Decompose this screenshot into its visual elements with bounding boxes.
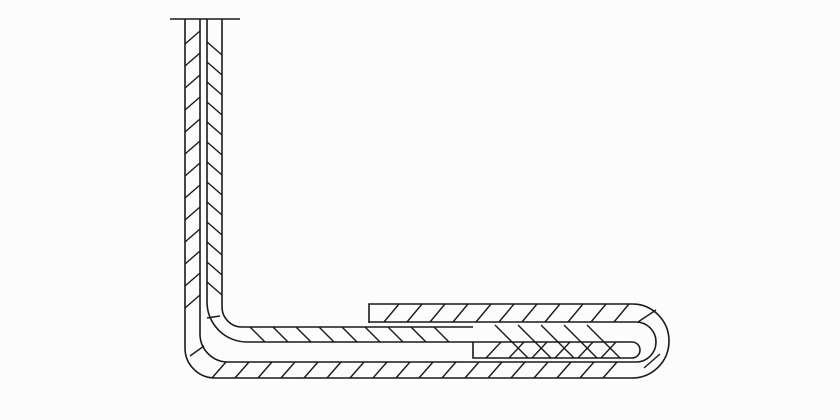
- sheet-outline-group: [170, 18, 670, 379]
- hatch-line-outer-base-51: [533, 361, 549, 379]
- hatch-line-inner-bend-26: [206, 315, 221, 319]
- hatch-line-inner-base-30: [318, 326, 335, 343]
- hatch-line-return-flange-57: [429, 303, 446, 323]
- hatch-line-outer-base-42: [326, 361, 342, 379]
- hatch-line-outer-leg-1: [184, 52, 201, 67]
- hatch-line-outer-leg-10: [184, 250, 201, 265]
- hatch-line-outer-base-37: [211, 361, 227, 379]
- hatch-line-inner-leg-21: [206, 201, 223, 216]
- hatch-line-return-flange-59: [475, 303, 492, 323]
- hatch-line-inner-base-29: [295, 326, 312, 343]
- hatch-line-outer-base-48: [464, 361, 480, 379]
- hatch-line-inner-leg-22: [206, 221, 223, 236]
- inner-sheet-outer-edge: [206, 19, 473, 343]
- hatch-line-fold-78: [643, 353, 661, 369]
- hatch-line-outer-bend-36: [189, 345, 205, 357]
- hatch-line-hem-strip-71: [485, 341, 502, 359]
- hatch-line-outer-leg-11: [184, 272, 201, 287]
- hatch-line-inner-leg-23: [206, 241, 223, 256]
- hatch-line-overlap-zone-67: [517, 324, 552, 359]
- hatch-line-inner-leg-16: [206, 101, 223, 116]
- hatch-line-outer-base-47: [441, 361, 457, 379]
- hatch-line-inner-base-28: [272, 326, 289, 343]
- hatch-line-inner-leg-19: [206, 161, 223, 176]
- hatch-line-outer-base-44: [372, 361, 388, 379]
- hatch-line-outer-base-46: [418, 361, 434, 379]
- hatch-line-inner-leg-20: [206, 181, 223, 196]
- hatch-line-inner-leg-25: [206, 281, 223, 296]
- hatch-line-inner-leg-17: [206, 121, 223, 136]
- hatch-line-inner-leg-24: [206, 261, 223, 276]
- hatch-line-outer-base-40: [280, 361, 296, 379]
- hatch-line-overlap-zone-69: [563, 324, 598, 359]
- hatch-line-inner-leg-14: [206, 61, 223, 76]
- hatch-line-hem-strip-74: [554, 341, 571, 359]
- hatch-line-hem-strip-75: [577, 341, 594, 359]
- hatch-line-inner-base-31: [341, 326, 358, 343]
- hatch-line-return-flange-56: [406, 303, 423, 323]
- hatch-line-outer-base-45: [395, 361, 411, 379]
- hatch-line-inner-leg-13: [206, 41, 223, 56]
- hatch-line-outer-base-39: [257, 361, 273, 379]
- hatch-line-fold-77: [637, 309, 657, 323]
- hatch-line-hem-strip-76: [600, 341, 617, 359]
- hatch-line-return-flange-65: [613, 303, 630, 323]
- hatch-line-outer-leg-0: [184, 30, 201, 45]
- hatch-line-outer-leg-3: [184, 96, 201, 111]
- outer-sheet-outer-edge: [184, 19, 670, 379]
- hatch-line-hem-strip-73: [531, 341, 548, 359]
- hatch-line-inner-leg-18: [206, 141, 223, 156]
- hatch-line-outer-leg-9: [184, 228, 201, 243]
- hatch-line-outer-leg-6: [184, 162, 201, 177]
- hatch-line-overlap-zone-70: [586, 324, 621, 359]
- hatch-line-outer-base-52: [556, 361, 572, 379]
- hatch-line-return-flange-60: [498, 303, 515, 323]
- hatch-line-outer-leg-4: [184, 118, 201, 133]
- hatch-line-inner-base-35: [433, 326, 450, 343]
- hatch-line-outer-leg-5: [184, 140, 201, 155]
- hatching-group: [184, 30, 661, 379]
- hatch-line-outer-base-43: [349, 361, 365, 379]
- hatch-line-overlap-zone-68: [540, 324, 575, 359]
- hatch-line-outer-base-53: [579, 361, 595, 379]
- hatch-line-outer-base-49: [487, 361, 503, 379]
- hatch-line-outer-base-41: [303, 361, 319, 379]
- hatch-line-outer-leg-2: [184, 74, 201, 89]
- fold-tongue-tip: [631, 341, 641, 359]
- hatch-line-outer-base-54: [602, 361, 618, 379]
- hatch-line-return-flange-64: [590, 303, 607, 323]
- hatch-line-outer-leg-7: [184, 184, 201, 199]
- hatch-line-hem-strip-72: [508, 341, 525, 359]
- inner-sheet-inner-edge: [221, 19, 473, 328]
- hatch-line-inner-base-32: [364, 326, 381, 343]
- hatch-line-outer-leg-12: [184, 294, 201, 309]
- hatch-line-inner-base-34: [410, 326, 427, 343]
- hatch-line-return-flange-61: [521, 303, 538, 323]
- hatch-line-inner-base-33: [387, 326, 404, 343]
- hatch-line-return-flange-63: [567, 303, 584, 323]
- hatch-line-return-flange-62: [544, 303, 561, 323]
- hatch-line-outer-base-38: [234, 361, 250, 379]
- inner-hem-strip-edge: [472, 342, 632, 359]
- hatch-line-overlap-zone-66: [494, 324, 529, 359]
- hatch-line-return-flange-55: [383, 303, 400, 323]
- hatch-line-outer-base-50: [510, 361, 526, 379]
- hatch-line-return-flange-58: [452, 303, 469, 323]
- hatch-line-inner-base-27: [249, 326, 266, 343]
- hatch-line-inner-leg-15: [206, 81, 223, 96]
- hatch-line-outer-leg-8: [184, 206, 201, 221]
- outer-sheet-inner-edge: [199, 19, 657, 363]
